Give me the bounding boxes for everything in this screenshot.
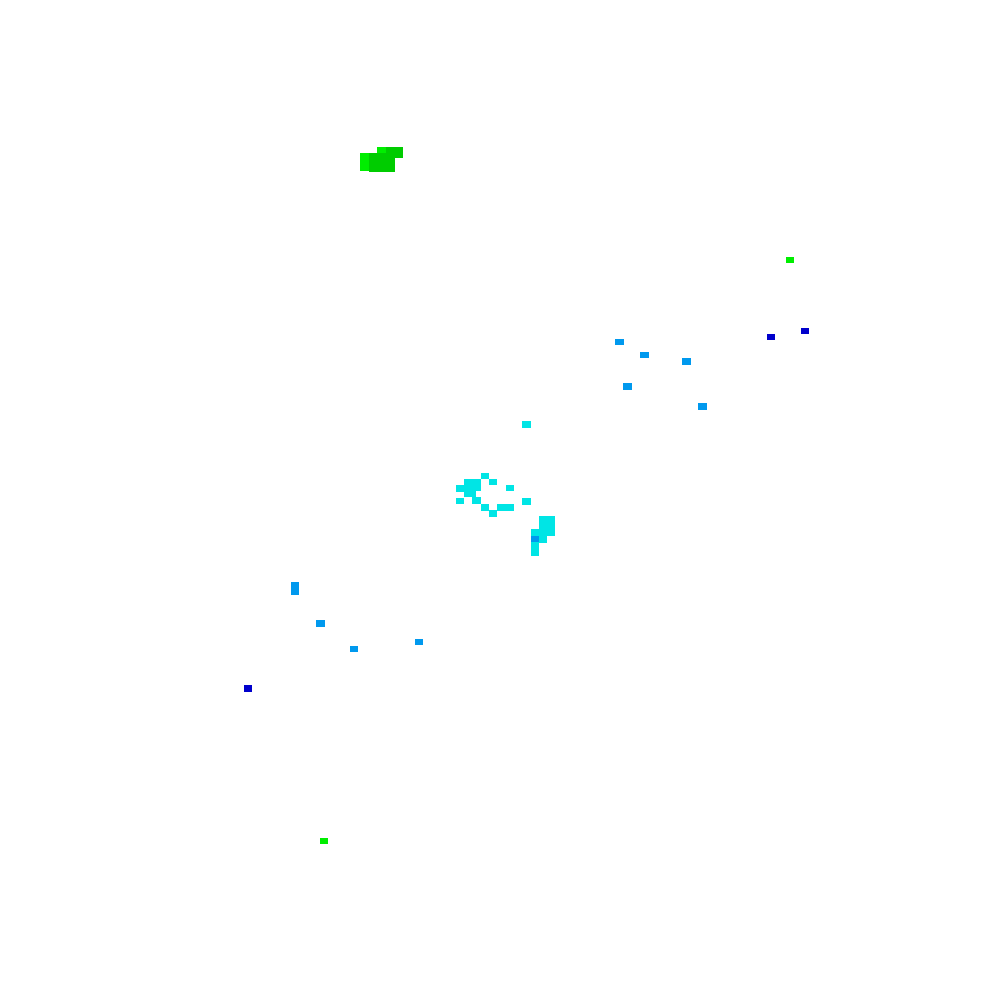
sky-dot xyxy=(291,582,299,595)
cyan-dot xyxy=(472,497,481,504)
cyan-dot xyxy=(456,498,464,504)
green-blob xyxy=(377,147,386,153)
blue-dot xyxy=(767,334,775,340)
green-dot xyxy=(786,257,794,263)
sky-dot xyxy=(615,339,624,345)
sky-dot xyxy=(350,646,358,652)
cyan-dot xyxy=(481,504,489,511)
cyan-dot xyxy=(464,479,481,491)
sky-dot xyxy=(316,620,325,627)
cyan-dot xyxy=(522,421,531,428)
green-dot xyxy=(320,838,328,844)
cyan-dot xyxy=(481,473,489,479)
cyan-dot xyxy=(489,479,497,485)
green-blob xyxy=(377,147,403,158)
sky-dot xyxy=(698,403,707,410)
sky-dot xyxy=(682,358,691,365)
cyan-dot xyxy=(522,498,531,505)
cyan-dot xyxy=(456,485,464,492)
sky-dot xyxy=(623,383,632,390)
cyan-dot xyxy=(531,542,539,556)
cyan-dot xyxy=(464,491,476,497)
cyan-dot xyxy=(497,504,514,511)
cyan-dot xyxy=(489,510,497,517)
sky-dot xyxy=(531,536,539,542)
sky-dot xyxy=(415,639,423,645)
cyan-dot xyxy=(506,485,514,491)
sky-dot xyxy=(640,352,649,358)
blue-dot xyxy=(801,328,809,334)
blue-dot xyxy=(244,685,252,692)
